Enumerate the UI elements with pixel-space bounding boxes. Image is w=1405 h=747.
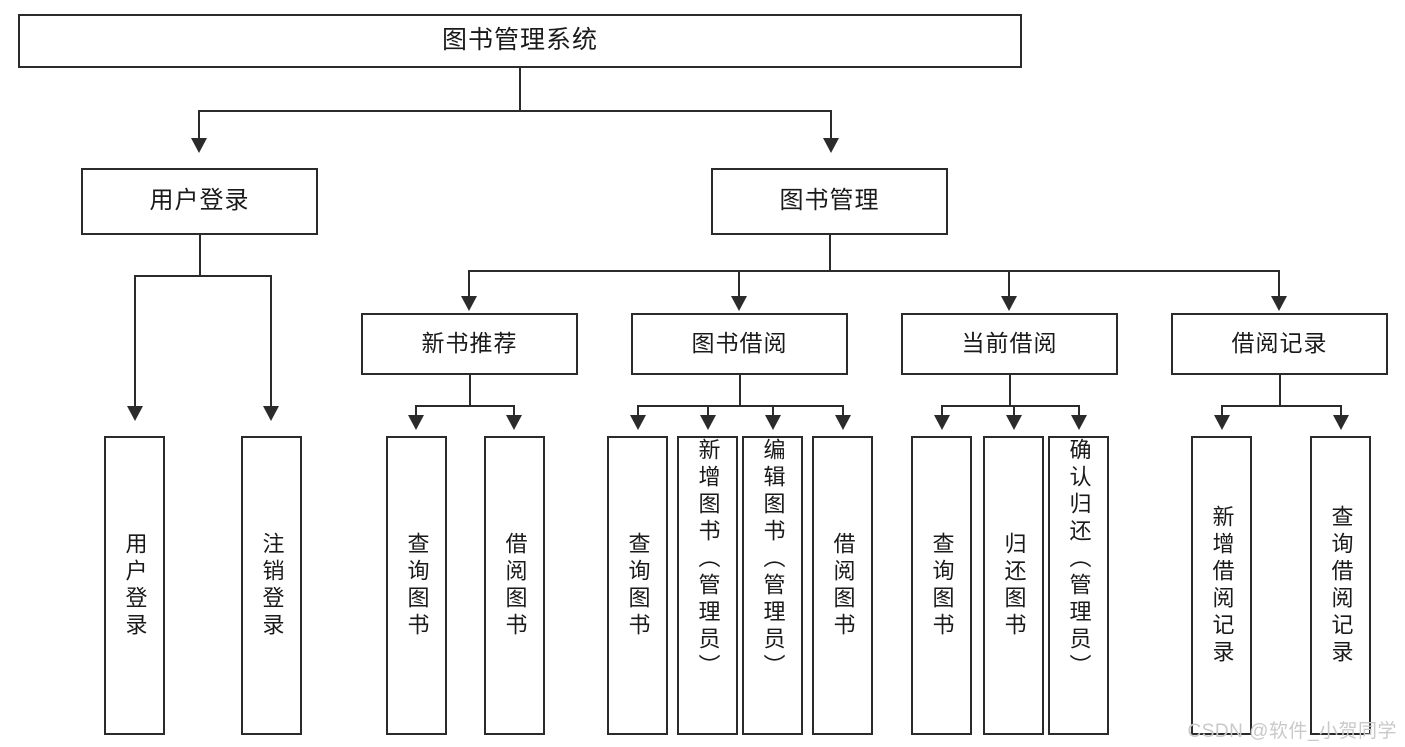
node-label: 借阅记录 <box>1231 330 1328 357</box>
node-label: 借阅图书 <box>502 531 528 640</box>
arrow-to-book-borrow <box>731 296 747 311</box>
node-label: 新书推荐 <box>421 330 518 357</box>
arrow-to-leaf-borrow-book-1 <box>506 415 522 430</box>
node-label: 归还图书 <box>1001 531 1027 640</box>
arrow-to-leaf-user-logout <box>263 406 279 421</box>
node-leaf-query-book-1[interactable]: 查询图书 <box>386 436 447 735</box>
node-leaf-borrow-book-2[interactable]: 借阅图书 <box>812 436 873 735</box>
node-label: 图书借阅 <box>691 330 788 357</box>
node-leaf-edit-book[interactable]: 编辑图书（管理员） <box>742 436 803 735</box>
connector-bookborrow-leg-2 <box>707 405 709 417</box>
connector-currentborrow-stem <box>1009 375 1011 405</box>
arrow-to-leaf-add-book <box>700 415 716 430</box>
connector-root-bus <box>198 110 832 112</box>
connector-bookmanage-leg-4 <box>1278 270 1280 298</box>
node-label: 新增图书（管理员） <box>695 438 721 681</box>
node-new-book-rec[interactable]: 新书推荐 <box>361 313 578 375</box>
node-leaf-query-record[interactable]: 查询借阅记录 <box>1310 436 1371 735</box>
arrow-to-leaf-user-login <box>127 406 143 421</box>
arrow-to-leaf-query-book-2 <box>630 415 646 430</box>
node-leaf-user-logout[interactable]: 注销登录 <box>241 436 302 735</box>
node-label: 借阅图书 <box>830 531 856 640</box>
node-label: 确认归还（管理员） <box>1066 438 1092 681</box>
connector-currentborrow-leg-3 <box>1078 405 1080 417</box>
arrow-to-leaf-query-book-3 <box>934 415 950 430</box>
arrow-to-leaf-borrow-book-2 <box>835 415 851 430</box>
node-leaf-user-login[interactable]: 用户登录 <box>104 436 165 735</box>
connector-root-leg-left <box>198 110 200 140</box>
connector-newbook-leg-1 <box>415 405 417 417</box>
connector-userlogin-bus <box>134 275 271 277</box>
node-label: 注销登录 <box>259 531 285 640</box>
node-user-login[interactable]: 用户登录 <box>81 168 318 235</box>
connector-bookmanage-bus <box>468 270 1280 272</box>
node-label: 图书管理系统 <box>441 26 598 55</box>
arrow-to-new-book-rec <box>461 296 477 311</box>
connector-bookmanage-stem <box>829 235 831 270</box>
node-book-manage[interactable]: 图书管理 <box>711 168 948 235</box>
arrow-to-current-borrow <box>1001 296 1017 311</box>
node-label: 用户登录 <box>149 187 250 215</box>
node-label: 查询借阅记录 <box>1328 504 1354 667</box>
node-leaf-borrow-book-1[interactable]: 借阅图书 <box>484 436 545 735</box>
node-leaf-return-book[interactable]: 归还图书 <box>983 436 1044 735</box>
arrow-to-user-login <box>191 138 207 153</box>
connector-bookborrow-leg-4 <box>842 405 844 417</box>
arrow-to-book-manage <box>823 138 839 153</box>
connector-newbook-stem <box>469 375 471 405</box>
connector-bookborrow-stem <box>739 375 741 405</box>
node-label: 编辑图书（管理员） <box>760 438 786 681</box>
arrow-to-leaf-query-record <box>1333 415 1349 430</box>
connector-borrowrecord-stem <box>1279 375 1281 405</box>
arrow-to-leaf-confirm-return <box>1071 415 1087 430</box>
node-leaf-query-book-3[interactable]: 查询图书 <box>911 436 972 735</box>
connector-newbook-bus <box>415 405 514 407</box>
node-label: 查询图书 <box>929 531 955 640</box>
watermark-text: CSDN @软件_小贺同学 <box>1187 721 1397 742</box>
connector-bookborrow-leg-1 <box>637 405 639 417</box>
connector-root-stem <box>519 68 521 110</box>
connector-userlogin-leg-1 <box>134 275 136 408</box>
node-label: 当前借阅 <box>961 330 1058 357</box>
arrow-to-borrow-record <box>1271 296 1287 311</box>
connector-currentborrow-bus <box>941 405 1079 407</box>
node-root-system[interactable]: 图书管理系统 <box>18 14 1022 68</box>
connector-userlogin-stem <box>199 235 201 275</box>
connector-bookmanage-leg-2 <box>738 270 740 298</box>
node-leaf-confirm-return[interactable]: 确认归还（管理员） <box>1048 436 1109 735</box>
node-leaf-add-record[interactable]: 新增借阅记录 <box>1191 436 1252 735</box>
connector-bookmanage-leg-1 <box>468 270 470 298</box>
node-label: 新增借阅记录 <box>1209 504 1235 667</box>
node-label: 查询图书 <box>625 531 651 640</box>
node-borrow-record[interactable]: 借阅记录 <box>1171 313 1388 375</box>
connector-currentborrow-leg-1 <box>941 405 943 417</box>
connector-borrowrecord-leg-2 <box>1340 405 1342 417</box>
connector-newbook-leg-2 <box>513 405 515 417</box>
node-book-borrow[interactable]: 图书借阅 <box>631 313 848 375</box>
connector-root-leg-right <box>830 110 832 140</box>
node-current-borrow[interactable]: 当前借阅 <box>901 313 1118 375</box>
connector-borrowrecord-leg-1 <box>1221 405 1223 417</box>
connector-bookborrow-bus <box>637 405 843 407</box>
arrow-to-leaf-return-book <box>1006 415 1022 430</box>
connector-borrowrecord-bus <box>1221 405 1341 407</box>
arrow-to-leaf-edit-book <box>765 415 781 430</box>
node-label: 用户登录 <box>122 531 148 640</box>
arrow-to-leaf-query-book-1 <box>408 415 424 430</box>
connector-bookborrow-leg-3 <box>772 405 774 417</box>
node-leaf-add-book[interactable]: 新增图书（管理员） <box>677 436 738 735</box>
node-leaf-query-book-2[interactable]: 查询图书 <box>607 436 668 735</box>
node-label: 图书管理 <box>779 187 880 215</box>
node-label: 查询图书 <box>404 531 430 640</box>
connector-userlogin-leg-2 <box>270 275 272 408</box>
connector-bookmanage-leg-3 <box>1008 270 1010 298</box>
connector-currentborrow-leg-2 <box>1013 405 1015 417</box>
arrow-to-leaf-add-record <box>1214 415 1230 430</box>
